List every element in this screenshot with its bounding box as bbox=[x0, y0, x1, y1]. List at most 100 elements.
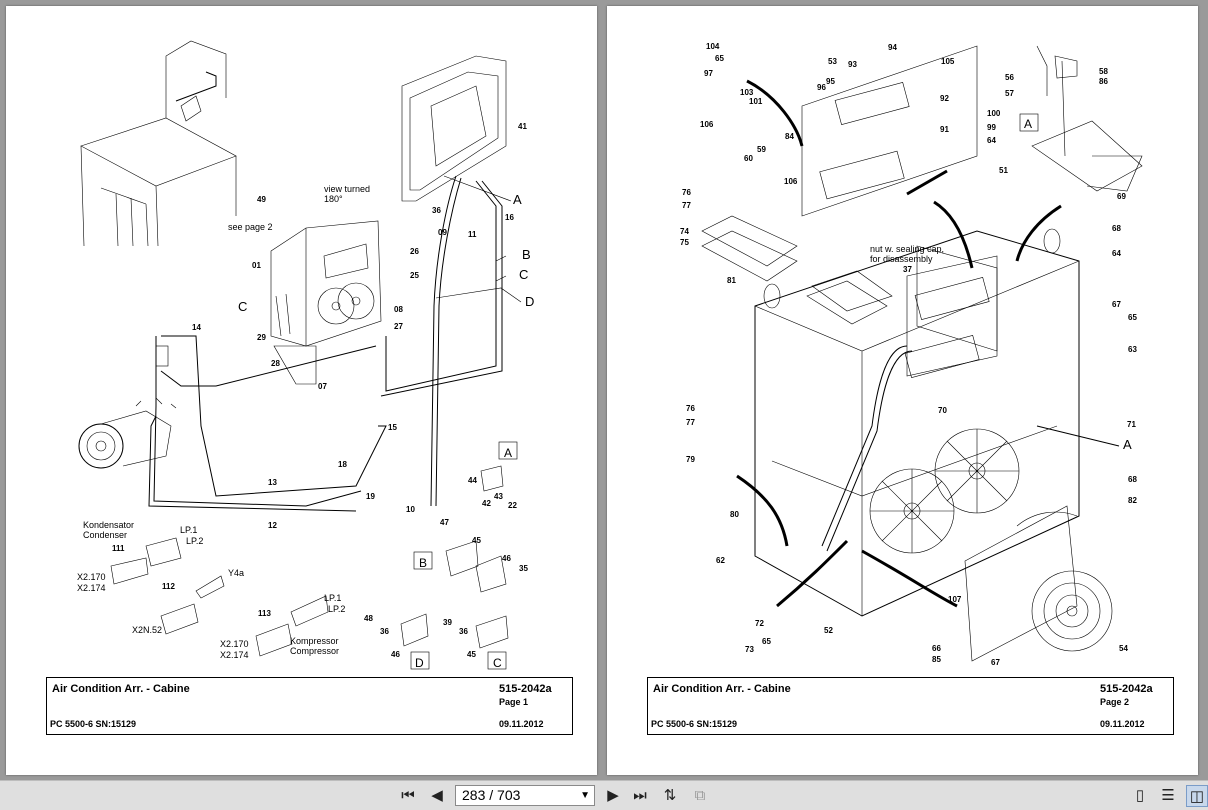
part-label: 107 bbox=[948, 595, 962, 604]
part-label: 65 bbox=[715, 54, 724, 63]
part-label: 12 bbox=[268, 521, 277, 530]
condenser-housing bbox=[754, 228, 1080, 617]
part-label: 101 bbox=[749, 97, 763, 106]
note-y4a: Y4a bbox=[228, 568, 244, 578]
part-label: 96 bbox=[817, 83, 826, 92]
part-label: 28 bbox=[271, 359, 280, 368]
part-label: 66 bbox=[932, 644, 941, 653]
callout-box-c-label: C bbox=[493, 656, 502, 670]
part-label: 92 bbox=[940, 94, 949, 103]
note-x2n52: X2N.52 bbox=[132, 625, 162, 635]
part-label: 81 bbox=[727, 276, 736, 285]
part-label: 09 bbox=[438, 228, 447, 237]
note-condenser: Condenser bbox=[83, 530, 127, 540]
continuous-icon[interactable]: ☰ bbox=[1161, 787, 1175, 804]
page-number-select[interactable]: 283 / 703 ▼ bbox=[455, 785, 595, 806]
document-page-1: 41 view turned 180° 49 see page 2 01 26 … bbox=[6, 6, 597, 775]
part-label: 67 bbox=[991, 658, 1000, 667]
part-label: 68 bbox=[1128, 475, 1137, 484]
cab-sketch bbox=[80, 40, 237, 247]
part-label: 22 bbox=[508, 501, 517, 510]
document-date: 09.11.2012 bbox=[499, 719, 544, 729]
viewer-toolbar: ⏮ ◀ 283 / 703 ▼ ▶ ⏭ ⇅ ⧉ ▯ ☰ ◫ bbox=[0, 780, 1208, 810]
hoses-right bbox=[821, 345, 913, 552]
part-label: 75 bbox=[680, 238, 689, 247]
part-label: 44 bbox=[468, 476, 477, 485]
part-label: 46 bbox=[502, 554, 511, 563]
last-page-icon[interactable]: ⏭ bbox=[633, 786, 647, 804]
part-label: 104 bbox=[706, 42, 720, 51]
callout-box-a-label: A bbox=[1024, 117, 1032, 131]
title-block: Air Condition Arr. - Cabine 515-2042a Pa… bbox=[647, 677, 1174, 735]
part-label: 41 bbox=[518, 122, 527, 131]
part-label: 49 bbox=[257, 195, 266, 204]
part-label: 95 bbox=[826, 77, 835, 86]
part-label: 62 bbox=[716, 556, 725, 565]
callout-d: D bbox=[525, 294, 534, 309]
note-nut-sealing: nut w. sealing cap, bbox=[870, 244, 944, 254]
single-page-icon[interactable]: ▯ bbox=[1135, 787, 1145, 804]
document-number: 515-2042a bbox=[499, 683, 552, 695]
callout-box-a-label: A bbox=[504, 446, 512, 460]
plates bbox=[701, 120, 1143, 325]
note-see-page: see page 2 bbox=[228, 222, 273, 232]
part-label: 01 bbox=[252, 261, 261, 270]
machine-model: PC 5500-6 SN:15129 bbox=[651, 719, 738, 729]
next-page-icon[interactable]: ▶ bbox=[607, 787, 619, 804]
part-label: 13 bbox=[268, 478, 277, 487]
part-label: 64 bbox=[1112, 249, 1121, 258]
part-label: 35 bbox=[519, 564, 528, 573]
note-x2170: X2.170 bbox=[77, 572, 106, 582]
prev-page-icon[interactable]: ◀ bbox=[431, 787, 443, 804]
part-label: 72 bbox=[755, 619, 764, 628]
clamps bbox=[400, 465, 509, 649]
part-label: 29 bbox=[257, 333, 266, 342]
part-label: 93 bbox=[848, 60, 857, 69]
part-label: 48 bbox=[364, 614, 373, 623]
callout-box-a bbox=[1019, 113, 1039, 132]
facing-icon[interactable]: ◫ bbox=[1186, 785, 1208, 807]
note-view-turned: view turned bbox=[324, 184, 370, 194]
part-label: 80 bbox=[730, 510, 739, 519]
part-label: 97 bbox=[704, 69, 713, 78]
part-label: 56 bbox=[1005, 73, 1014, 82]
note-x2174: X2.174 bbox=[220, 650, 249, 660]
note-lp1: LP.1 bbox=[180, 525, 197, 535]
part-label: 79 bbox=[686, 455, 695, 464]
part-label: 08 bbox=[394, 305, 403, 314]
note-x2170: X2.170 bbox=[220, 639, 249, 649]
part-label: 37 bbox=[903, 265, 912, 274]
first-page-icon[interactable]: ⏮ bbox=[401, 786, 415, 804]
part-label: 99 bbox=[987, 123, 996, 132]
part-label: 15 bbox=[388, 423, 397, 432]
fittings bbox=[110, 537, 329, 657]
callout-c: C bbox=[519, 267, 528, 282]
chevron-down-icon: ▼ bbox=[580, 790, 590, 801]
part-label: 106 bbox=[784, 177, 798, 186]
part-label: 16 bbox=[505, 213, 514, 222]
callout-a: A bbox=[513, 192, 522, 207]
part-label: 43 bbox=[494, 492, 503, 501]
part-label: 19 bbox=[366, 492, 375, 501]
note-lp2: LP.2 bbox=[186, 536, 203, 546]
part-label: 106 bbox=[700, 120, 714, 129]
note-kondensator: Kondensator bbox=[83, 520, 134, 530]
part-label: 91 bbox=[940, 125, 949, 134]
part-label: 69 bbox=[1117, 192, 1126, 201]
callout-box-b-label: B bbox=[419, 556, 427, 570]
callout-box-d bbox=[410, 651, 430, 670]
part-label: 27 bbox=[394, 322, 403, 331]
part-label: 112 bbox=[162, 582, 175, 591]
part-label: 47 bbox=[440, 518, 449, 527]
part-label: 67 bbox=[1112, 300, 1121, 309]
callout-box-d-label: D bbox=[415, 656, 424, 670]
part-label: 11 bbox=[468, 230, 477, 239]
machine-model: PC 5500-6 SN:15129 bbox=[50, 719, 137, 729]
part-label: 25 bbox=[410, 271, 419, 280]
note-view-angle: 180° bbox=[324, 194, 343, 204]
fit-icon[interactable]: ⧉ bbox=[694, 786, 706, 804]
part-label: 111 bbox=[112, 544, 125, 553]
rotate-icon[interactable]: ⇅ bbox=[663, 787, 677, 804]
part-label: 14 bbox=[192, 323, 201, 332]
part-label: 71 bbox=[1127, 420, 1136, 429]
